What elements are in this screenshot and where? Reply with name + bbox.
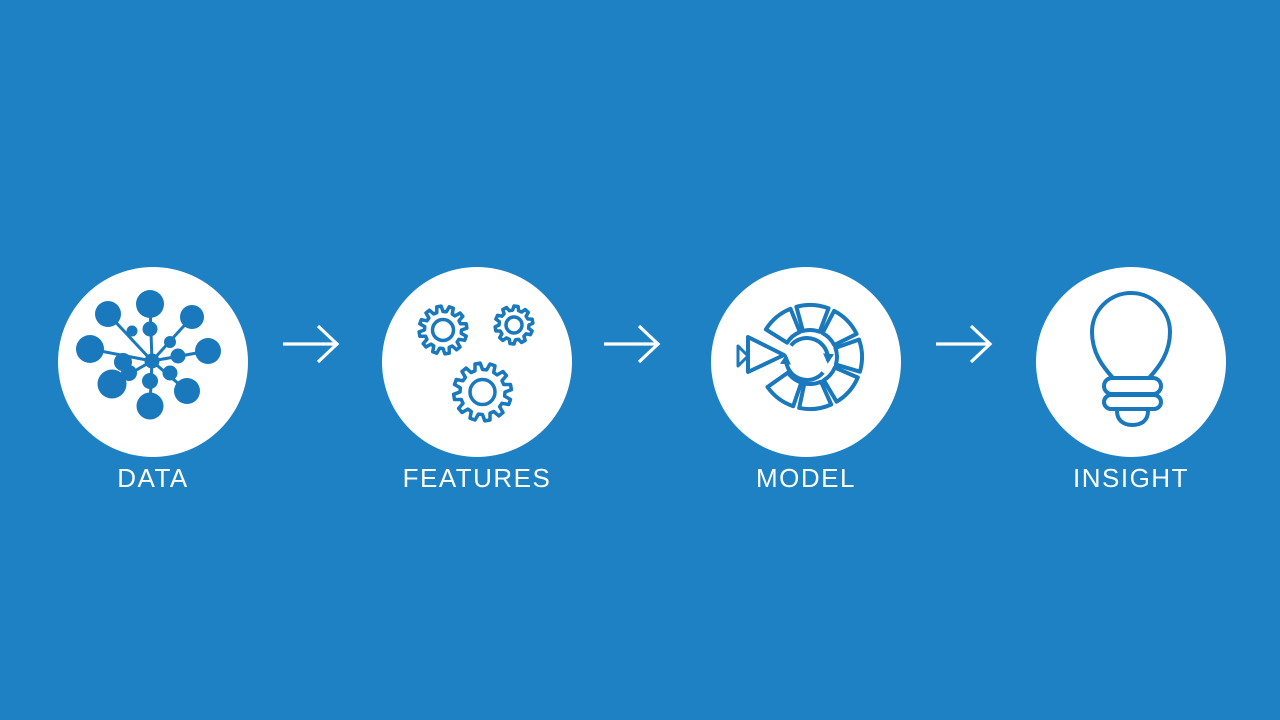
data-network-icon bbox=[76, 290, 221, 420]
step-circle-features bbox=[382, 267, 572, 457]
model-cycle-icon bbox=[736, 303, 864, 412]
arrow-right-icon bbox=[936, 324, 993, 364]
step-label: INSIGHT bbox=[1073, 463, 1189, 493]
gears-icon bbox=[417, 304, 535, 423]
step-label: FEATURES bbox=[402, 463, 552, 493]
step-circle-data bbox=[58, 267, 248, 457]
arrow-right-icon bbox=[283, 324, 340, 364]
step-circle-model bbox=[711, 267, 901, 457]
step-label: DATA bbox=[117, 463, 189, 493]
arrow-right-icon bbox=[604, 324, 661, 364]
step-label: MODEL bbox=[756, 463, 856, 493]
step-circle-insight bbox=[1036, 267, 1226, 457]
lightbulb-icon bbox=[1089, 291, 1173, 428]
